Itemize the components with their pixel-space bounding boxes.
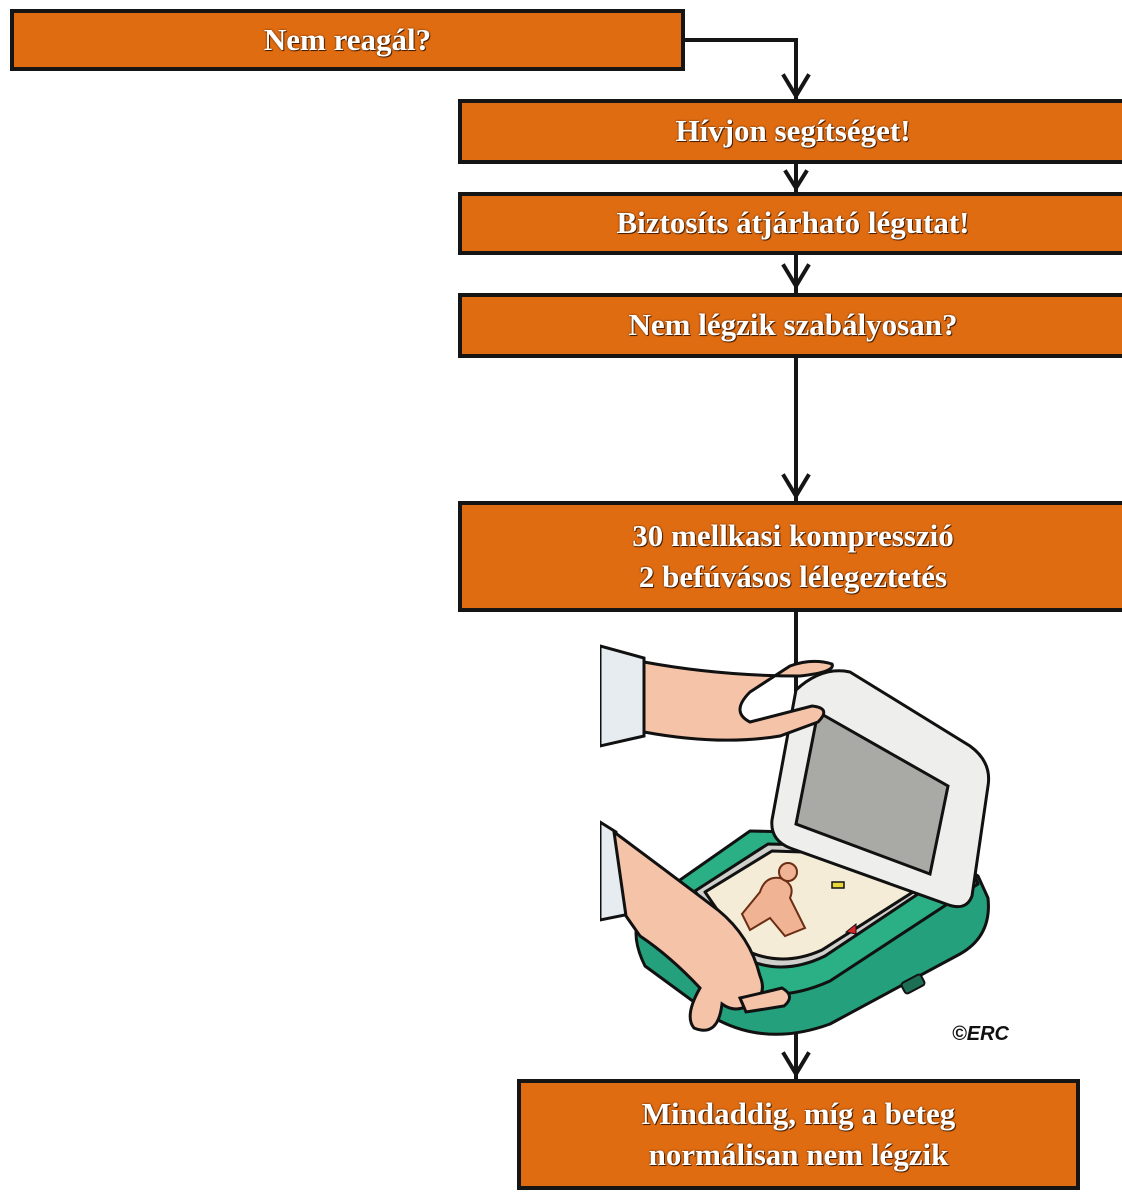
step-open-airway: Biztosíts átjárható légutat! — [458, 192, 1122, 255]
aed-pad-figure — [740, 862, 807, 938]
step-continue-line1: Mindaddig, míg a beteg — [641, 1096, 956, 1132]
step-continue-until-breathing: Mindaddig, míg a beteg normálisan nem lé… — [517, 1079, 1080, 1190]
step-cpr-breaths: 2 befúvásos lélegeztetés — [638, 558, 948, 594]
arrowhead-1-2 — [781, 73, 811, 100]
hand-bottom — [600, 820, 791, 1032]
aed-red-indicator — [844, 922, 857, 935]
erc-credit: ©ERC — [952, 1023, 1010, 1045]
step-cpr: 30 mellkasi kompresszió 2 befúvásos léle… — [458, 501, 1122, 612]
step-cpr-compressions: 30 mellkasi kompresszió — [632, 518, 954, 554]
step-continue-line2: normálisan nem légzik — [648, 1136, 949, 1172]
hand-top — [600, 644, 834, 748]
step-call-for-help-label: Hívjon segítséget! — [675, 113, 911, 149]
step-not-breathing-normally: Nem légzik szabályosan? — [458, 293, 1122, 358]
aed-yellow-indicator — [831, 881, 845, 889]
step-open-airway-label: Biztosíts átjárható légutat! — [616, 205, 970, 241]
arrowhead-5-6 — [781, 1051, 811, 1078]
aed-device-illustration: ©ERC — [600, 644, 1010, 1045]
step-not-responding-label: Nem reagál? — [263, 21, 432, 57]
aed-lid — [770, 669, 991, 909]
step-call-for-help: Hívjon segítséget! — [458, 99, 1122, 164]
connector-1-2 — [683, 38, 798, 100]
arrowhead-4-5 — [781, 473, 811, 500]
arrowhead-3-4 — [781, 263, 811, 290]
arrowhead-2-3 — [783, 169, 809, 192]
step-not-breathing-label: Nem légzik szabályosan? — [628, 307, 958, 343]
aed-handle-slot — [900, 973, 926, 995]
step-not-responding: Nem reagál? — [10, 9, 685, 71]
